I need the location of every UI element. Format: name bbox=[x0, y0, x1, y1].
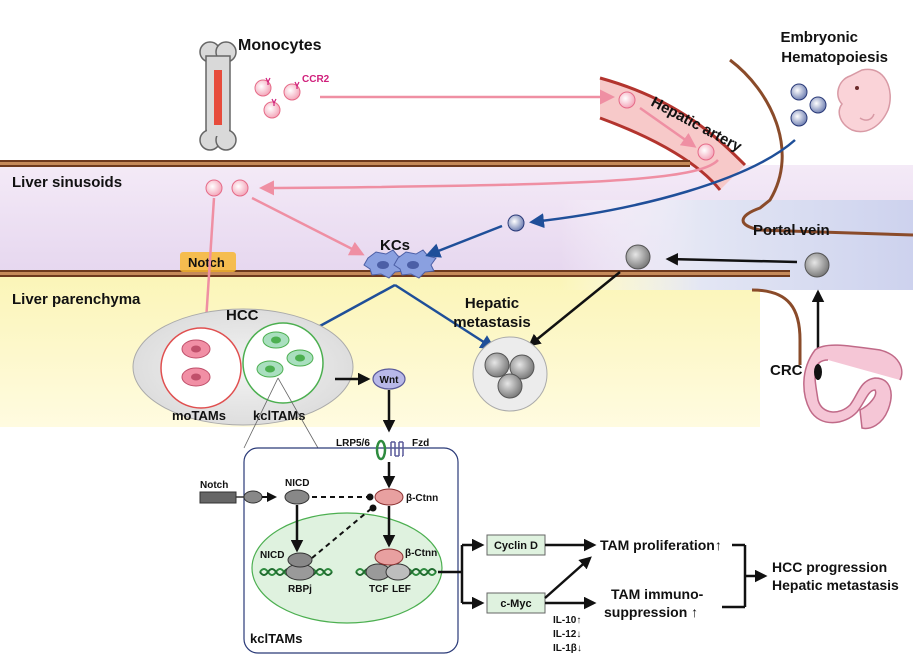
nicd-nuclear-label: NICD bbox=[260, 550, 284, 561]
target-gene-bracket bbox=[438, 538, 485, 610]
artery-monocyte bbox=[618, 91, 636, 109]
kcltams-label: kclTAMs bbox=[253, 408, 306, 423]
embryonic-label: Embryonic bbox=[780, 29, 858, 46]
parenchyma-band bbox=[0, 277, 760, 427]
metastatic-crc-cells bbox=[484, 352, 535, 399]
rbpj-label: RBPj bbox=[288, 584, 312, 595]
nicd-cytoplasm bbox=[284, 489, 310, 505]
sinusoid-progenitor-cell bbox=[507, 214, 525, 232]
notch-receptor-label: Notch bbox=[200, 480, 228, 491]
motam-cells bbox=[181, 339, 211, 387]
nicd-nuclear-interaction bbox=[311, 507, 373, 559]
kcs-label: KCs bbox=[380, 237, 410, 254]
hepatic-artery-vessel bbox=[600, 78, 745, 190]
portal-vein-label: Portal vein bbox=[753, 222, 830, 239]
hcc-label: HCC bbox=[226, 307, 259, 324]
notch-receptor-bar bbox=[199, 491, 237, 504]
lrp56-receptor bbox=[375, 439, 387, 461]
lef bbox=[385, 563, 411, 581]
liver-parenchyma-label: Liver parenchyma bbox=[12, 291, 141, 308]
zoom-line-left-2 bbox=[243, 377, 279, 449]
beta-catenin-nuclear-label: β-Ctnn bbox=[405, 548, 437, 559]
lef-label: LEF bbox=[392, 584, 411, 595]
cell-box-label: kclTAMs bbox=[250, 631, 303, 646]
c-myc-label: c-Myc bbox=[500, 598, 531, 610]
notch-tag-background bbox=[180, 252, 236, 272]
crc-label: CRC bbox=[770, 362, 803, 379]
hcc-progression-label: HCC progression bbox=[772, 559, 887, 575]
portal-vein-wall-top bbox=[729, 58, 913, 237]
beta-catenin-nuclear bbox=[374, 548, 404, 566]
fzd-label: Fzd bbox=[412, 438, 429, 449]
crc-cell-portal-1 bbox=[625, 244, 651, 270]
artery-monocyte-2 bbox=[697, 143, 715, 161]
tam-immuno-label-line2: suppression ↑ bbox=[604, 604, 698, 620]
notch-icd-1 bbox=[243, 490, 263, 504]
notch-tag-label: Notch bbox=[188, 255, 225, 270]
il12-label: IL-12↓ bbox=[553, 629, 581, 640]
hepatic-artery-wall-top bbox=[599, 76, 747, 167]
interaction-dot-1 bbox=[366, 493, 374, 501]
wnt-label: Wnt bbox=[380, 375, 400, 386]
lrp56-label: LRP5/6 bbox=[336, 438, 370, 449]
circulating-monocytes bbox=[254, 77, 301, 119]
motam-circle bbox=[160, 327, 242, 409]
zoom-line-left bbox=[277, 377, 319, 449]
crc-metastasis-arrows bbox=[528, 252, 825, 355]
kcltam-circle bbox=[242, 322, 324, 404]
tcf-label: TCF bbox=[369, 584, 388, 595]
embryonic-progenitor-cells bbox=[790, 83, 827, 127]
liver-sinusoids-label: Liver sinusoids bbox=[12, 174, 122, 191]
il1b-label: IL-1β↓ bbox=[553, 643, 582, 654]
nicd-label: NICD bbox=[285, 478, 309, 489]
hepatic-metastasis-label-line2: metastasis bbox=[453, 314, 531, 331]
upper-tissue-band bbox=[0, 160, 690, 167]
hepatic-metastasis-label-line1: Hepatic bbox=[465, 295, 519, 312]
fzd-receptor bbox=[390, 441, 404, 457]
motams-label: moTAMs bbox=[172, 408, 226, 423]
ccr2-label: CCR2 bbox=[302, 74, 330, 85]
sinusoid-monocyte-1 bbox=[205, 179, 223, 197]
nicd-nuclear bbox=[287, 552, 313, 568]
tam-proliferation-label: TAM proliferation↑ bbox=[600, 537, 722, 553]
colon-icon bbox=[803, 344, 903, 430]
hepatic-artery-wall-bottom bbox=[599, 116, 722, 191]
monocytes-label: Monocytes bbox=[238, 37, 322, 54]
outcome-bracket bbox=[722, 543, 768, 609]
hepatic-metastasis-outcome-label: Hepatic metastasis bbox=[772, 577, 899, 593]
hematopoiesis-label: Hematopoiesis bbox=[781, 49, 888, 66]
il10-label: IL-10↑ bbox=[553, 615, 581, 626]
beta-catenin-label: β-Ctnn bbox=[406, 493, 438, 504]
crc-cell-portal-2 bbox=[804, 252, 830, 278]
sinusoid-monocyte-2 bbox=[231, 179, 249, 197]
portal-vein-wall-bottom bbox=[751, 288, 802, 365]
cyclin-d-label: Cyclin D bbox=[494, 540, 538, 552]
bone-icon bbox=[199, 41, 237, 151]
tam-immuno-label-line1: TAM immuno- bbox=[611, 586, 704, 602]
wnt-ligand bbox=[372, 368, 406, 390]
interaction-dot-2 bbox=[369, 504, 377, 512]
kcltam-cells bbox=[256, 331, 314, 378]
myc-to-proliferation-arrow bbox=[544, 556, 592, 599]
embryo-icon bbox=[837, 68, 891, 133]
beta-catenin-cytoplasm bbox=[374, 488, 404, 506]
